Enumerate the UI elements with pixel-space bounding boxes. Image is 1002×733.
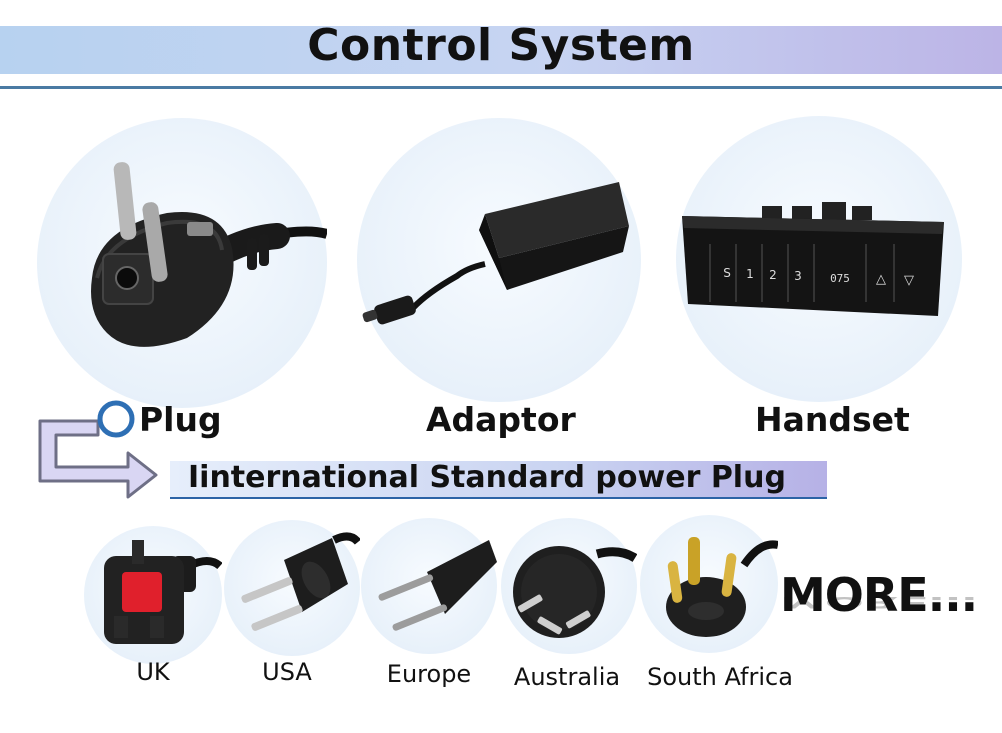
adaptor-circle <box>357 118 641 402</box>
title-bar <box>0 26 1002 74</box>
usa-plug-icon <box>241 532 362 631</box>
south-africa-plug-icon <box>666 537 779 637</box>
handset-button-1: 1 <box>746 267 754 281</box>
label-handset: Handset <box>755 400 910 439</box>
label-adaptor: Adaptor <box>426 400 576 439</box>
south-africa-plug-circle <box>640 515 779 653</box>
australia-plug-icon <box>513 546 638 638</box>
standard-plug-banner <box>170 461 827 497</box>
handset-display: 075 <box>830 272 850 285</box>
uk-plug-circle <box>84 526 223 664</box>
connector-arrow-icon <box>38 400 158 499</box>
label-australia: Australia <box>513 663 621 691</box>
page-title: Control System <box>307 20 695 71</box>
label-plug: Plug <box>139 400 222 439</box>
label-europe: Europe <box>386 660 472 688</box>
handset-down-icon: ▽ <box>904 273 914 288</box>
plug-circle <box>37 118 329 408</box>
uk-plug-icon <box>104 540 223 644</box>
handset-up-icon: △ <box>876 272 886 287</box>
handset-button-s: S <box>723 266 731 280</box>
banner-title: Iinternational Standard power Plug <box>188 460 786 495</box>
label-south-africa: South Africa <box>647 663 793 691</box>
title-divider <box>0 86 1002 89</box>
label-usa: USA <box>262 658 312 686</box>
more-text: MORE... <box>780 568 978 622</box>
australia-plug-circle <box>501 518 638 654</box>
more-text-reflection: MORE... <box>780 593 978 612</box>
handset-controller-icon <box>682 202 944 316</box>
label-uk: UK <box>136 658 170 686</box>
power-adaptor-icon <box>362 182 629 325</box>
handset-button-3: 3 <box>794 269 802 283</box>
europe-plug-circle <box>361 518 497 654</box>
usa-plug-circle <box>224 520 362 656</box>
europe-plug-icon <box>378 540 497 631</box>
banner-underline <box>170 497 827 499</box>
schuko-plug-icon <box>91 162 329 347</box>
handset-button-2: 2 <box>769 268 777 282</box>
handset-circle: S 1 2 3 075 △ ▽ <box>676 116 962 402</box>
